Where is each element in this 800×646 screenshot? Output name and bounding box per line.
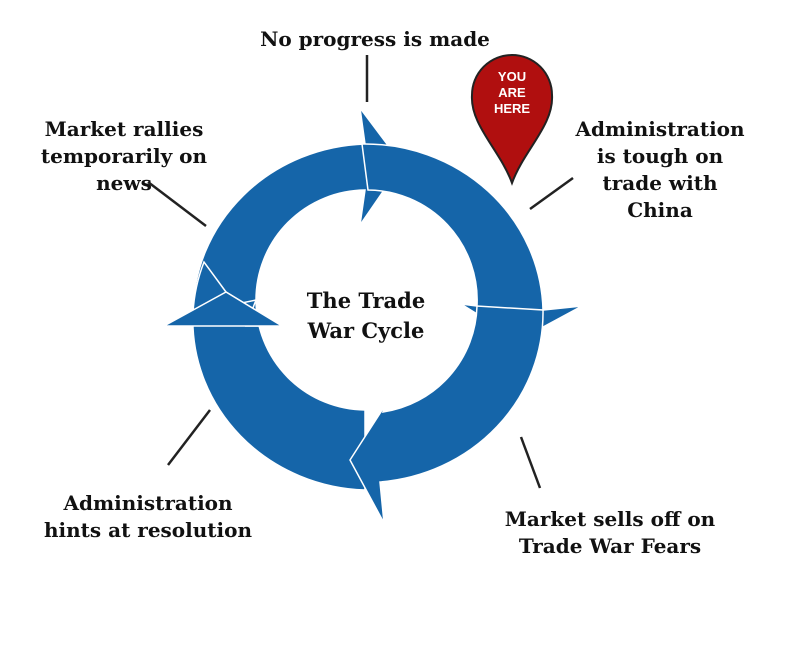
step-no-progress: No progress is made [260,27,490,51]
connector-upper-right [529,176,574,211]
connector-lower-right [519,436,542,489]
center-title: The Trade War Cycle [306,288,426,343]
step-market-rallies: Market rallies temporarily on news [40,117,208,195]
cycle-ring [163,105,583,524]
cycle-arrow-head-left [163,291,285,327]
cycle-arrow-segment-3 [349,305,544,524]
connector-lower-left [167,409,211,466]
marker-text-line2: ARE [498,85,526,100]
marker-text-line1: YOU [498,69,526,84]
cycle-arrow-segment-1 [192,105,403,491]
connectors [147,55,574,489]
step-administration-tough: Administration is tough on trade with Ch… [575,117,745,222]
map-pin-icon: YOU ARE HERE [470,54,554,186]
marker-text-line3: HERE [494,101,530,116]
connector-upper-left [147,181,207,227]
step-administration-hints: Administration hints at resolution [43,491,253,542]
step-market-sells-off: Market sells off on Trade War Fears [504,507,716,558]
